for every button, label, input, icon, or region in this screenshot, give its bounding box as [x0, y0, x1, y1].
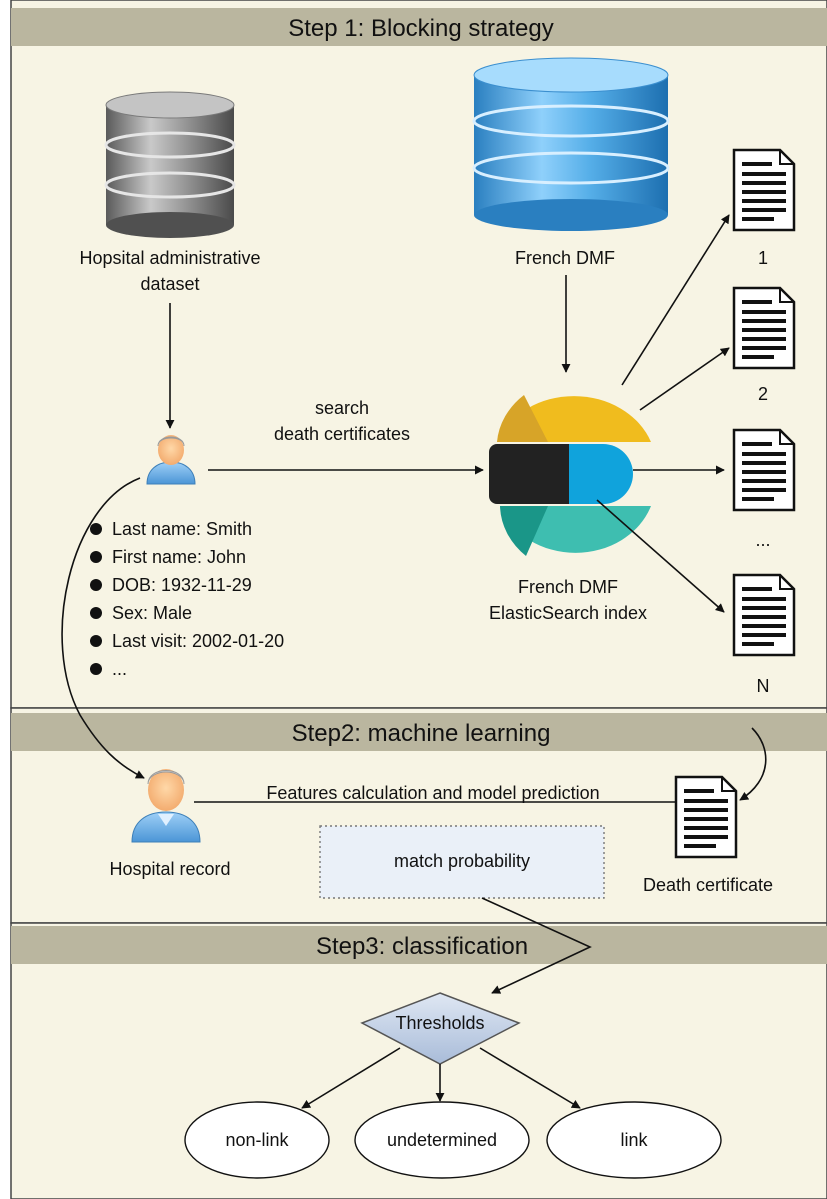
result-label: N [757, 676, 770, 696]
non-link-label: non-link [225, 1130, 289, 1150]
french-dmf-label: French DMF [515, 248, 615, 268]
link-label: link [620, 1130, 648, 1150]
result-label: 2 [758, 384, 768, 404]
patient-to-record-curve-arrow [61, 477, 145, 779]
result-document-icon [732, 148, 796, 232]
patient-field: Last name: Smith [112, 519, 252, 539]
elastic-index-label-line1: French DMF [518, 577, 618, 597]
index-to-result-1-arrow [621, 214, 730, 386]
step2-title: Step2: machine learning [292, 720, 551, 747]
step1-header-bar [11, 8, 827, 46]
hospital-dataset-label-line2: dataset [140, 274, 199, 294]
patient-fields-list: Last name: Smith First name: John DOB: 1… [90, 519, 284, 679]
patient-field: Sex: Male [112, 603, 192, 623]
search-label-line2: death certificates [274, 424, 410, 444]
match-probability-box [319, 825, 605, 899]
undetermined-outcome [354, 1101, 530, 1179]
result-document-icon [732, 428, 796, 512]
elastic-index-label-line2: ElasticSearch index [489, 603, 647, 623]
french-dmf-database-icon [472, 57, 670, 231]
thresholds-label: Thresholds [395, 1013, 484, 1033]
patient-field: First name: John [112, 547, 246, 567]
thresholds-to-nonlink-arrow [301, 1047, 401, 1109]
death-certificate-label: Death certificate [643, 875, 773, 895]
index-to-result-n-arrow [596, 499, 725, 613]
step3-title: Step3: classification [316, 933, 528, 960]
search-label-line1: search [315, 398, 369, 418]
hospital-record-person-icon [131, 769, 201, 843]
hospital-database-icon [104, 91, 236, 238]
results-to-certificate-curve-arrow [739, 727, 767, 801]
death-certificate-document-icon [674, 775, 738, 859]
result-label: 1 [758, 248, 768, 268]
patient-field: DOB: 1932-11-29 [112, 575, 252, 595]
elasticsearch-index-icon [489, 395, 651, 556]
match-probability-label: match probability [394, 851, 530, 871]
undetermined-label: undetermined [387, 1130, 497, 1150]
hospital-record-label: Hospital record [109, 859, 230, 879]
result-label: ... [755, 530, 770, 550]
step3-header-bar [11, 926, 827, 964]
index-to-result-2-arrow [639, 347, 730, 411]
patient-field: Last visit: 2002-01-20 [112, 631, 284, 651]
patient-person-icon [146, 435, 196, 485]
result-document-icon [732, 286, 796, 370]
link-outcome [546, 1101, 722, 1179]
thresholds-to-link-arrow [479, 1047, 581, 1109]
features-label: Features calculation and model predictio… [266, 783, 599, 803]
result-document-icon [732, 573, 796, 657]
probability-to-thresholds-arrow [481, 897, 592, 994]
step2-header-bar [11, 713, 827, 751]
patient-field: ... [112, 659, 127, 679]
hospital-dataset-label-line1: Hopsital administrative [79, 248, 260, 268]
non-link-outcome [184, 1101, 330, 1179]
step1-title: Step 1: Blocking strategy [288, 15, 553, 42]
